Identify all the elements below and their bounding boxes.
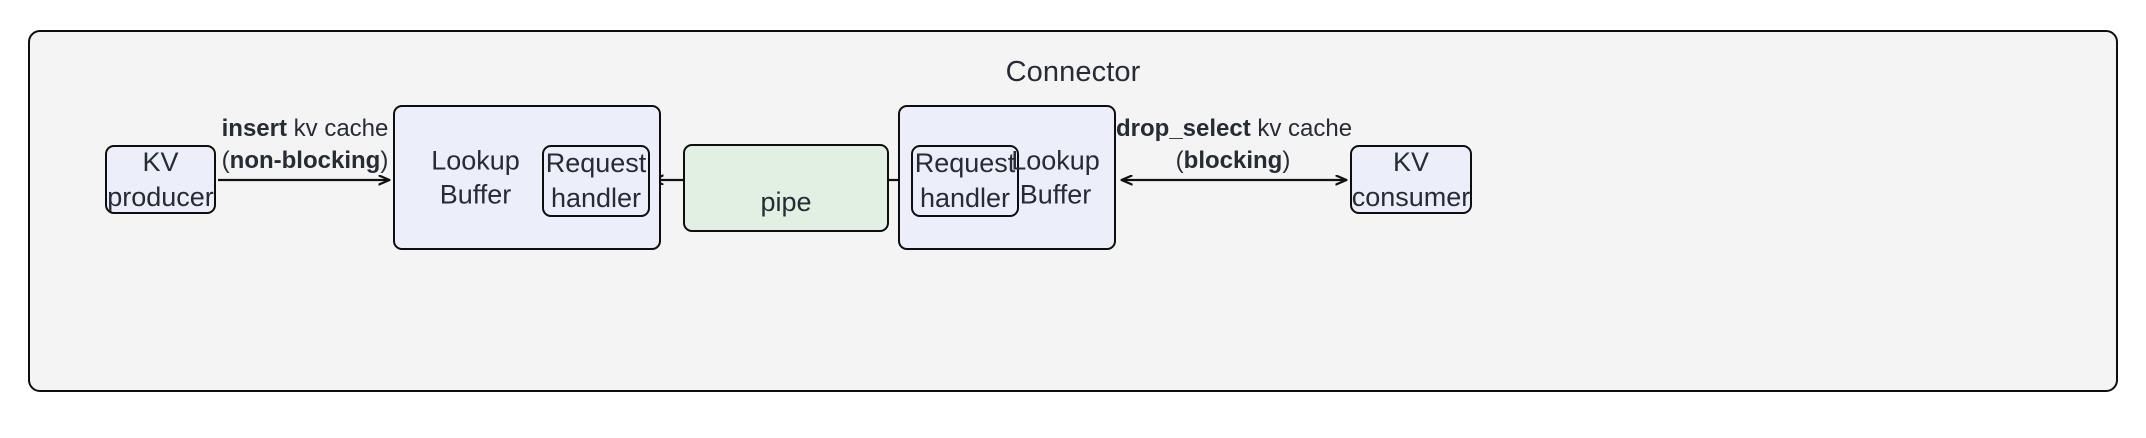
edge-label-insert: insert kv cache (non-blocking) xyxy=(216,113,394,177)
edge-label-drop-select-line2: (blocking) xyxy=(1116,145,1350,177)
node-kv-consumer-label: KV consumer xyxy=(1351,146,1471,212)
edge-label-drop-select-mode: blocking xyxy=(1183,147,1283,175)
node-request-handler-right[interactable]: Request handler xyxy=(911,145,1019,217)
node-request-handler-left-label: Request handler xyxy=(545,148,647,213)
node-pipe-label: pipe xyxy=(760,187,812,218)
edge-label-insert-op: insert xyxy=(221,115,287,142)
node-lookup-buffer-left-label: Lookup Buffer xyxy=(431,144,520,210)
edge-label-insert-paren-close: ) xyxy=(380,147,389,175)
edge-label-insert-object: kv cache xyxy=(286,115,389,142)
edge-label-drop-select-object: kv cache xyxy=(1250,115,1353,142)
edge-label-insert-line2: (non-blocking) xyxy=(216,145,394,177)
node-lookup-buffer-right[interactable]: Request handler Lookup Buffer xyxy=(898,105,1116,250)
edge-label-insert-mode: non-blocking xyxy=(229,147,381,175)
connector-title: Connector xyxy=(1005,56,1141,88)
node-kv-producer-label: KV producer xyxy=(107,146,214,212)
node-pipe[interactable]: pipe xyxy=(683,144,889,232)
node-kv-consumer[interactable]: KV consumer xyxy=(1350,145,1472,214)
edge-label-insert-line1: insert kv cache xyxy=(216,113,394,145)
node-lookup-buffer-left[interactable]: Lookup Buffer Request handler xyxy=(393,105,661,250)
edge-label-drop-select-paren-open: ( xyxy=(1175,147,1184,175)
edge-label-drop-select-paren-close: ) xyxy=(1282,147,1291,175)
edge-label-drop-select-op: drop_select xyxy=(1116,115,1251,142)
node-kv-producer[interactable]: KV producer xyxy=(105,145,216,214)
node-lookup-buffer-right-label: Lookup Buffer xyxy=(1011,144,1100,210)
edge-label-drop-select: drop_select kv cache (blocking) xyxy=(1116,113,1353,177)
node-request-handler-left[interactable]: Request handler xyxy=(542,145,650,217)
edge-label-drop-select-line1: drop_select kv cache xyxy=(1116,113,1353,145)
edge-label-insert-paren-open: ( xyxy=(221,147,230,175)
node-request-handler-right-label: Request handler xyxy=(914,148,1016,213)
